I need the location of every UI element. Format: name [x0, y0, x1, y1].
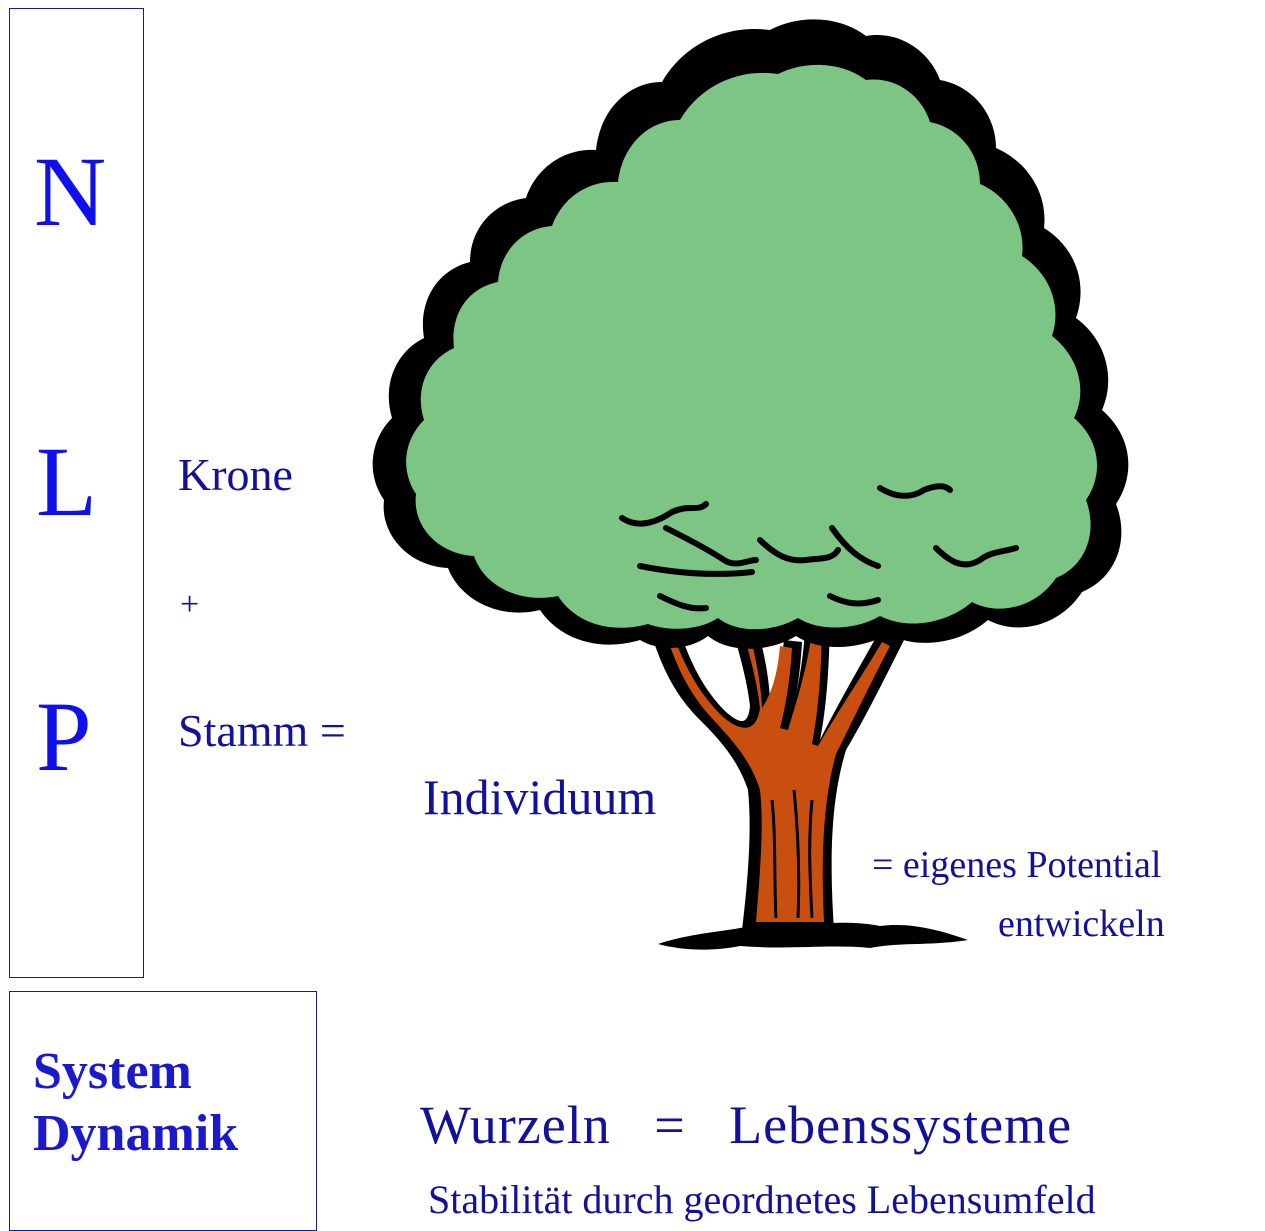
- nlp-letter-n: N: [34, 136, 107, 247]
- nlp-letter-p: P: [36, 681, 92, 792]
- system-dynamik-line2: Dynamik: [33, 1105, 239, 1162]
- nlp-letter-l: L: [36, 426, 98, 537]
- label-individuum: Individuum: [423, 769, 657, 825]
- label-wurzeln: Wurzeln = Lebenssysteme: [420, 1095, 1073, 1155]
- crown-detail-lines: [619, 483, 1019, 612]
- label-stamm: Stamm =: [178, 705, 346, 756]
- tree-trunk-fill: [666, 584, 890, 922]
- label-stabilitaet: Stabilität durch geordnetes Lebensumfeld: [428, 1177, 1096, 1222]
- nlp-frame: [9, 8, 144, 978]
- tree-ground: [658, 922, 968, 950]
- label-plus: +: [180, 586, 200, 623]
- label-potential-line2: entwickeln: [998, 903, 1165, 945]
- tree-icon: [372, 19, 1129, 950]
- label-krone: Krone: [178, 449, 293, 500]
- system-dynamik-line1: System: [33, 1043, 192, 1100]
- label-potential-line1: = eigenes Potential: [872, 844, 1162, 886]
- trunk-grain: [770, 789, 814, 919]
